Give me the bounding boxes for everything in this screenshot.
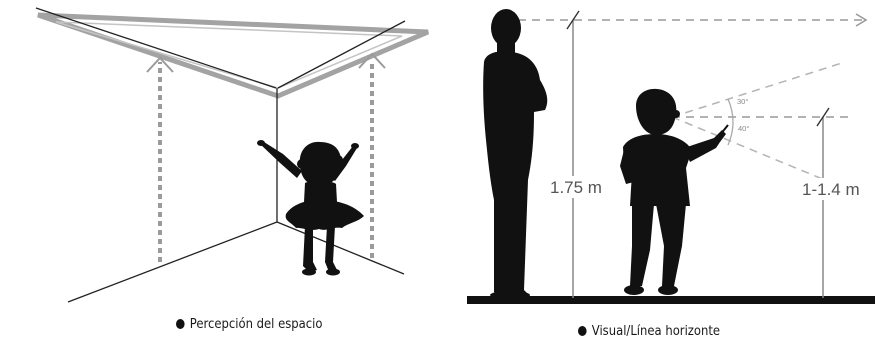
caption-visual-horizon: Visual/Línea horizonte <box>578 323 720 339</box>
child-height-label: 1-1.4 m <box>802 180 860 199</box>
angle-up-label: 30° <box>737 97 748 106</box>
room-edge-right-top <box>277 20 406 89</box>
ground-line <box>467 296 875 304</box>
room-edge-left-top <box>35 7 277 89</box>
room-floor-right <box>276 221 405 275</box>
vision-cone-lower <box>671 116 843 188</box>
angle-down-label: 40° <box>738 124 749 133</box>
arrow-head-right-icon <box>358 52 386 69</box>
adult-height-label: 1.75 m <box>550 178 602 197</box>
caption-visual-horizon-text: Visual/Línea horizonte <box>591 323 721 339</box>
caption-perception: Percepción del espacio <box>176 316 322 332</box>
angle-arc <box>727 98 734 146</box>
caption-perception-text: Percepción del espacio <box>189 316 323 332</box>
eye-level-arrow-head-icon <box>855 13 868 27</box>
child-height-tick <box>816 107 830 127</box>
arrow-head-left-icon <box>146 56 174 73</box>
ceiling-outline <box>37 12 429 99</box>
bullet-icon <box>578 326 587 336</box>
vision-cone-upper <box>671 62 843 118</box>
visual-horizon-diagram: 30° 40° 1.75 m 1-1.4 m <box>467 9 875 304</box>
child-label-bg <box>800 178 870 200</box>
adult-height-tick <box>566 10 580 30</box>
bullet-icon <box>176 319 185 329</box>
child-silhouette-icon <box>620 88 729 295</box>
room-perspective-diagram <box>35 7 429 303</box>
girl-silhouette-icon <box>257 140 364 276</box>
adult-label-bg <box>548 176 602 198</box>
adult-silhouette-icon <box>483 9 548 299</box>
ceiling-inner-outline <box>55 21 403 89</box>
room-floor-left <box>67 221 278 303</box>
